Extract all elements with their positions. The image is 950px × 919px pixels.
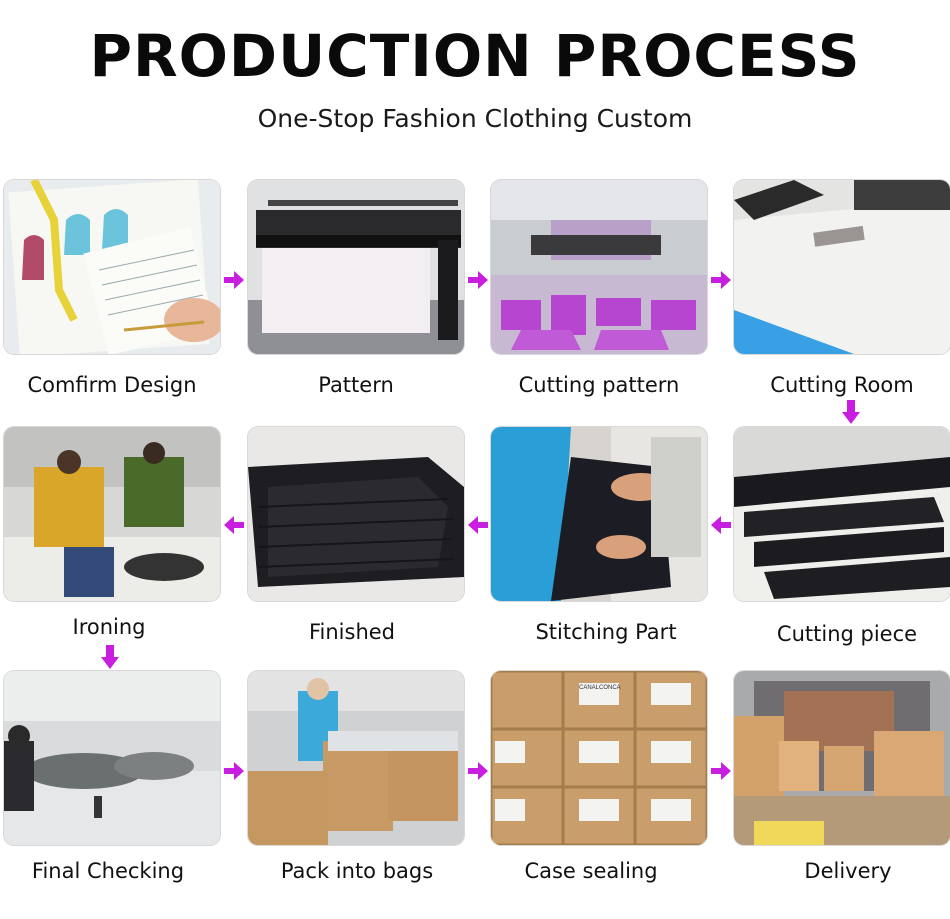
photo-case-sealing <box>491 671 707 845</box>
box-print-text: CANALCONCA <box>579 685 621 691</box>
photo-finished <box>248 427 464 601</box>
step-label-cutting-piece: Cutting piece <box>776 622 918 646</box>
arrow-down-icon <box>101 645 119 669</box>
arrow-left-icon <box>224 516 244 534</box>
arrow-right-icon <box>711 762 731 780</box>
step-label-case-sealing: Case sealing <box>524 859 658 883</box>
photo-cutting-room <box>734 180 950 354</box>
arrow-right-icon <box>468 762 488 780</box>
photo-final-checking <box>4 671 220 845</box>
page-title: PRODUCTION PROCESS <box>89 22 861 90</box>
arrow-left-icon <box>711 516 731 534</box>
photo-cutting-pattern <box>491 180 707 354</box>
arrow-down-icon <box>842 400 860 424</box>
arrow-right-icon <box>224 271 244 289</box>
step-label-pattern: Pattern <box>318 373 394 397</box>
photo-pattern <box>248 180 464 354</box>
arrow-right-icon <box>224 762 244 780</box>
step-label-confirm-design: Comfirm Design <box>27 373 197 397</box>
photo-ironing <box>4 427 220 601</box>
photo-stitching-part <box>491 427 707 601</box>
photo-confirm-design <box>4 180 220 354</box>
step-label-ironing: Ironing <box>72 615 146 639</box>
step-label-delivery: Delivery <box>804 859 892 883</box>
arrow-left-icon <box>468 516 488 534</box>
step-label-cutting-pattern: Cutting pattern <box>518 373 680 397</box>
step-label-finished: Finished <box>308 620 396 644</box>
step-label-pack-into-bags: Pack into bags <box>280 859 434 883</box>
arrow-right-icon <box>711 271 731 289</box>
photo-pack-into-bags <box>248 671 464 845</box>
step-label-cutting-room: Cutting Room <box>770 373 914 397</box>
step-label-stitching-part: Stitching Part <box>535 620 677 644</box>
photo-delivery <box>734 671 950 845</box>
photo-cutting-piece <box>734 427 950 601</box>
step-label-final-checking: Final Checking <box>31 859 185 883</box>
page-subtitle: One-Stop Fashion Clothing Custom <box>257 104 693 133</box>
arrow-right-icon <box>468 271 488 289</box>
